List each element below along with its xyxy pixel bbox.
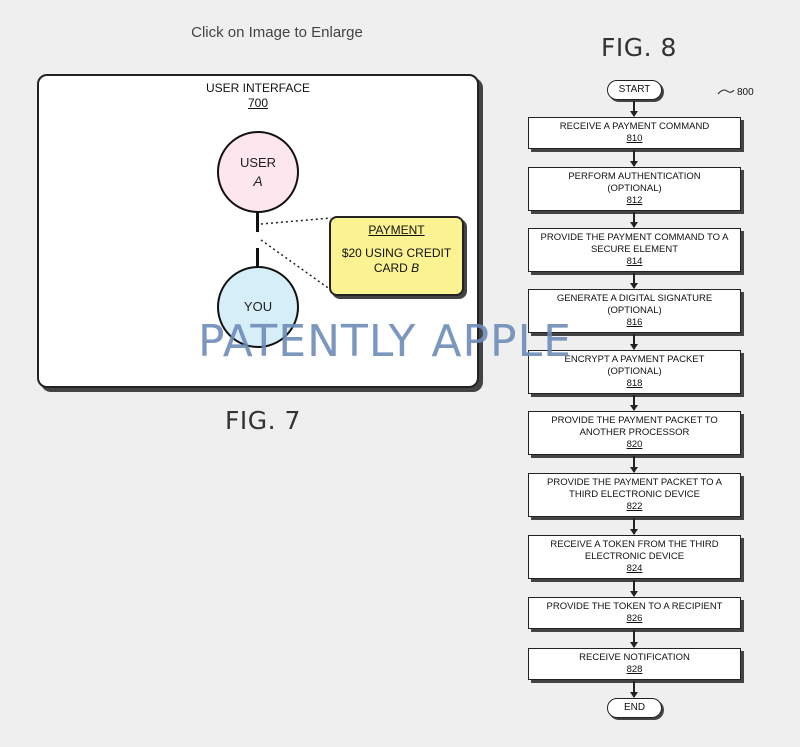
flow-arrow (630, 630, 638, 648)
flow-step-ref: 826 (626, 613, 643, 624)
fig7-caption: FIG. 7 (225, 406, 301, 435)
flow-step-text: RECEIVE A PAYMENT COMMAND (559, 121, 710, 132)
flow-step-text: THIRD ELECTRONIC DEVICE (569, 489, 700, 500)
payment-card-letter: B (411, 261, 420, 275)
enlarge-hint[interactable]: Click on Image to Enlarge (191, 24, 363, 41)
flow-step-text: RECEIVE NOTIFICATION (579, 652, 690, 663)
flow-arrow (630, 518, 638, 535)
flow-step-text: RECEIVE A TOKEN FROM THE THIRD (550, 539, 719, 550)
user-a-circle: USER A (217, 131, 299, 213)
user-interface-panel: USER INTERFACE 700 USER A YOU PAYMENT $2… (37, 74, 479, 388)
you-circle: YOU (217, 266, 299, 348)
flow-step: ENCRYPT A PAYMENT PACKET(OPTIONAL)818 (528, 350, 741, 394)
watermark: PATENTLY APPLE (198, 316, 572, 367)
you-label: YOU (243, 299, 273, 314)
flow-step-ref: 814 (626, 256, 643, 267)
flow-step-text: PROVIDE THE PAYMENT PACKET TO (551, 415, 718, 426)
flow-step-text: (OPTIONAL) (607, 366, 662, 377)
flow-step-ref: 824 (626, 563, 643, 574)
flow-step-text: (OPTIONAL) (607, 305, 662, 316)
payment-title: PAYMENT (368, 223, 425, 237)
flow-start: START (607, 80, 662, 100)
flow-step-ref: 828 (626, 664, 643, 675)
user-label: USER (239, 155, 277, 170)
ref-squiggle-icon (717, 89, 735, 95)
flow-step-ref: 812 (626, 195, 643, 206)
flow-step-text: GENERATE A DIGITAL SIGNATURE (556, 293, 713, 304)
flow-step-text: PROVIDE THE PAYMENT COMMAND TO A (540, 232, 729, 243)
flow-arrow (630, 212, 638, 228)
payment-line-1: $20 USING CREDIT (341, 246, 452, 260)
flow-step-ref: 810 (626, 133, 643, 144)
fig8-caption: FIG. 8 (601, 33, 677, 62)
flow-step-text: PERFORM AUTHENTICATION (568, 171, 701, 182)
flow-arrow (630, 681, 638, 698)
fig8-ref-number: 800 (717, 87, 754, 98)
flow-step-text: PROVIDE THE TOKEN TO A RECIPIENT (546, 601, 723, 612)
payment-card-text: CARD (373, 261, 412, 275)
flow-arrow (630, 273, 638, 289)
flow-step-text: (OPTIONAL) (607, 183, 662, 194)
flow-step-ref: 816 (626, 317, 643, 328)
ui-title: USER INTERFACE 700 (39, 81, 477, 111)
flow-end: END (607, 698, 662, 718)
flow-arrow (630, 101, 638, 117)
payment-line-2: CARD B (331, 261, 462, 276)
dotted-callout-lines (260, 217, 332, 291)
ui-ref-number: 700 (247, 96, 269, 110)
flow-step: GENERATE A DIGITAL SIGNATURE(OPTIONAL)81… (528, 289, 741, 333)
flow-step-text: ANOTHER PROCESSOR (579, 427, 690, 438)
flow-step-text: PROVIDE THE PAYMENT PACKET TO A (547, 477, 722, 488)
fig8-ref-text: 800 (737, 87, 754, 98)
flow-step-ref: 822 (626, 501, 643, 512)
connector-line-top (256, 212, 259, 232)
connector-line-bottom (256, 248, 259, 268)
flow-step-ref: 818 (626, 378, 643, 389)
flow-arrow (630, 395, 638, 411)
flow-arrow (630, 150, 638, 167)
flow-step-text: ENCRYPT A PAYMENT PACKET (564, 354, 705, 365)
payment-callout: PAYMENT $20 USING CREDIT CARD B (329, 216, 464, 296)
flow-arrow (630, 456, 638, 473)
flow-step-text: ELECTRONIC DEVICE (584, 551, 685, 562)
ui-title-text: USER INTERFACE (205, 81, 310, 95)
flow-step: PERFORM AUTHENTICATION(OPTIONAL)812 (528, 167, 741, 211)
flow-step-text: SECURE ELEMENT (590, 244, 679, 255)
flow-step-ref: 820 (626, 439, 643, 450)
user-sub-label: A (253, 173, 263, 189)
flow-arrow (630, 334, 638, 350)
flow-arrow (630, 580, 638, 597)
